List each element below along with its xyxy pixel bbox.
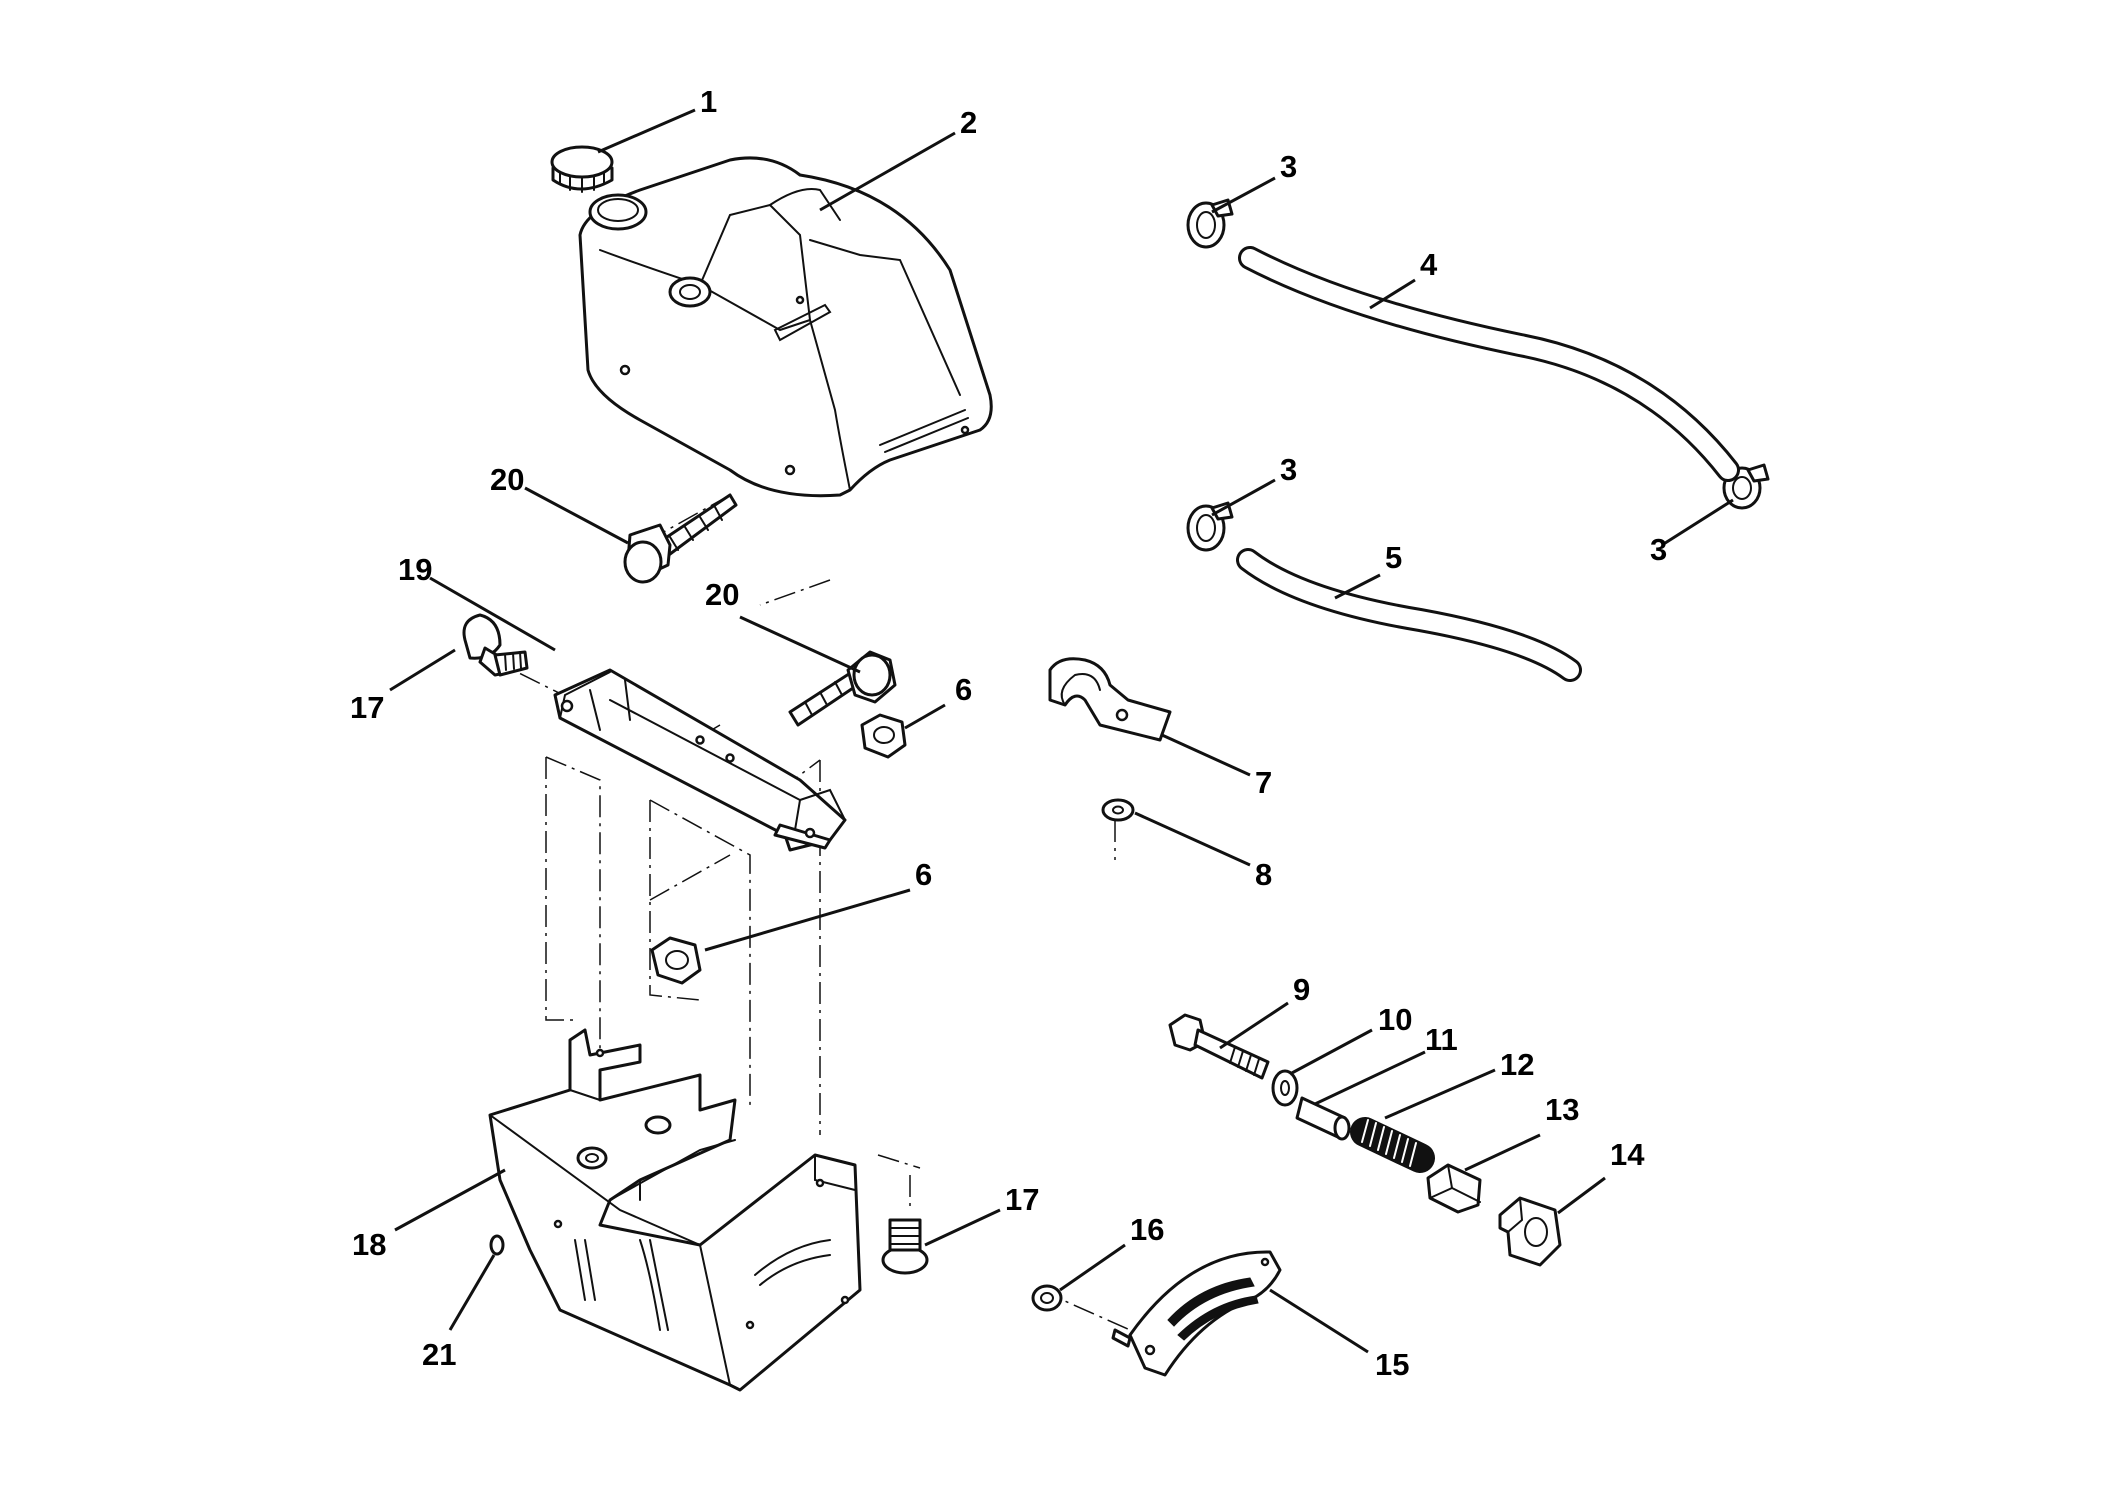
callout-2: 2 bbox=[960, 105, 977, 140]
flange-nut bbox=[1031, 1284, 1063, 1312]
bracket-bolt bbox=[788, 650, 897, 727]
tank-bracket bbox=[553, 668, 847, 852]
callout-17-lower: 17 bbox=[1005, 1182, 1039, 1217]
shoulder-bolt bbox=[1168, 1013, 1270, 1080]
roll-pin bbox=[489, 1234, 505, 1256]
callout-11: 11 bbox=[1425, 1022, 1458, 1057]
carriage-bolt-upper bbox=[462, 613, 529, 677]
carriage-bolt-lower bbox=[881, 1218, 929, 1275]
callout-21: 21 bbox=[422, 1337, 456, 1372]
callout-5: 5 bbox=[1385, 540, 1402, 575]
callout-12: 12 bbox=[1500, 1047, 1534, 1082]
lock-nut-upper bbox=[860, 713, 907, 759]
hose-clamp-middle bbox=[1186, 501, 1234, 552]
fuel-line-clip bbox=[1048, 657, 1172, 742]
callout-4: 4 bbox=[1420, 247, 1438, 282]
spacer-sleeve bbox=[1295, 1096, 1351, 1141]
tank-bolt bbox=[623, 493, 738, 584]
callout-18: 18 bbox=[352, 1227, 386, 1262]
hose-clamp-upper bbox=[1186, 198, 1234, 249]
slide-block bbox=[1426, 1163, 1482, 1214]
callout-labels: 1 2 3 3 3 4 5 6 6 7 8 9 10 11 12 13 14 1… bbox=[350, 84, 1667, 1382]
callout-15: 15 bbox=[1375, 1347, 1409, 1382]
callout-7: 7 bbox=[1255, 765, 1272, 800]
compression-spring bbox=[1350, 1117, 1435, 1173]
callout-10: 10 bbox=[1378, 1002, 1412, 1037]
callout-1: 1 bbox=[700, 84, 717, 119]
callout-13: 13 bbox=[1545, 1092, 1579, 1127]
callout-3-middle: 3 bbox=[1280, 452, 1297, 487]
callout-14: 14 bbox=[1610, 1137, 1645, 1172]
washer bbox=[1101, 798, 1135, 822]
fuel-tank bbox=[578, 156, 993, 498]
callout-16: 16 bbox=[1130, 1212, 1164, 1247]
callout-20-lower: 20 bbox=[705, 577, 739, 612]
callout-8: 8 bbox=[1255, 857, 1272, 892]
callout-6-lower: 6 bbox=[915, 857, 932, 892]
lock-nut-lower bbox=[650, 936, 702, 985]
callout-6-upper: 6 bbox=[955, 672, 972, 707]
callout-3-upper: 3 bbox=[1280, 149, 1297, 184]
flat-washer bbox=[1271, 1069, 1299, 1107]
callout-17-upper: 17 bbox=[350, 690, 384, 725]
leader-lines bbox=[389, 108, 1734, 1354]
callout-9: 9 bbox=[1293, 972, 1310, 1007]
fuel-line-short bbox=[1236, 548, 1582, 682]
height-index-plate bbox=[1111, 1250, 1282, 1377]
callout-19: 19 bbox=[398, 552, 432, 587]
callout-20-upper: 20 bbox=[490, 462, 524, 497]
body-mount-shroud bbox=[488, 1028, 862, 1392]
callout-3-right: 3 bbox=[1650, 532, 1667, 567]
fuel-cap bbox=[550, 145, 614, 193]
pivot-bracket bbox=[1498, 1196, 1562, 1267]
fuel-line-long bbox=[1238, 246, 1740, 482]
